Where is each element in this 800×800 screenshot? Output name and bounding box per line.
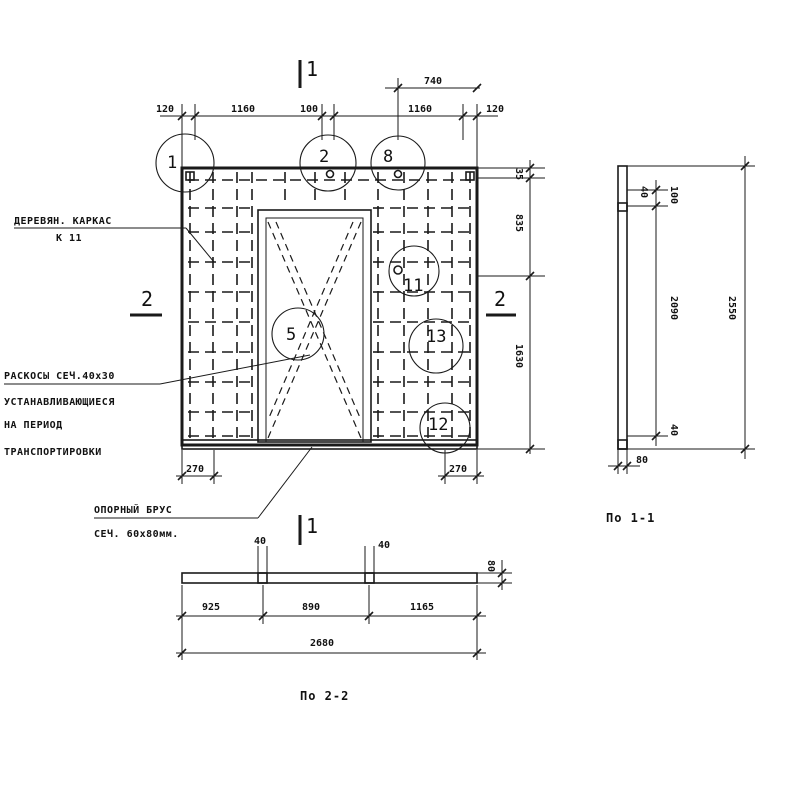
view2-dim-2680: 2680 [310,638,334,649]
callout-1: 1 [167,153,177,173]
view-title-1-1: По 1-1 [606,511,655,525]
callout-circle [155,133,215,193]
callout-11: 11 [403,276,423,296]
label-braces-line3: НА ПЕРИОД [4,420,63,431]
label-braces-line4: ТРАНСПОРТИРОВКИ [4,447,102,458]
label-frame-line1: ДЕРЕВЯН. КАРКАС [14,216,112,227]
dim-right-35: 35 [513,168,524,180]
section-mark-2-left: 2 [141,287,153,311]
brace-diagonal-b [267,221,362,439]
frame-grid [188,172,472,440]
view1-panel [617,165,628,450]
corner-fitting [465,171,475,181]
dim-right-1630: 1630 [513,344,524,368]
view1-dim-80: 80 [636,455,648,466]
view2-dim-925: 925 [202,602,220,613]
view2-panel [181,572,478,584]
dim-top-1160-right: 1160 [408,104,432,115]
right-dimensions: 35 835 1630 [477,160,545,454]
view2-dim-1165: 1165 [410,602,434,613]
corner-fitting [185,171,195,181]
view2-dim-890: 890 [302,602,320,613]
support-beam [181,439,478,450]
door-opening-outer [257,209,372,443]
view-title-2-2: По 2-2 [300,689,349,703]
view-1-1: 40 100 2090 40 2550 80 По 1-1 [606,156,755,525]
dim-top-120-left: 120 [156,104,174,115]
label-braces-line1: РАСКОСЫ СЕЧ.40x30 [4,370,115,382]
callout-circle [299,134,357,192]
section-mark-1-top: 1 [306,57,318,81]
view1-dim-40-bottom: 40 [668,424,679,436]
label-frame-line2: К 11 [56,233,82,244]
callout-circle [271,307,325,361]
panel-outline [180,166,479,447]
dim-right-835: 835 [513,214,524,232]
lift-point [393,169,403,179]
top-dimensions: 120 1160 100 1160 120 740 [156,76,504,168]
callout-circle [408,318,464,374]
view1-dim-40-top: 40 [638,186,649,198]
callout-13: 13 [426,327,446,347]
dim-bottom-270-left: 270 [186,464,204,475]
door-opening-inner [265,217,364,443]
lift-point [393,265,403,275]
callout-circle [370,135,426,191]
annotation-labels: ДЕРЕВЯН. КАРКАС К 11 РАСКОСЫ СЕЧ.40x30 У… [4,216,313,540]
view2-beam-right [364,572,375,584]
dim-top-100: 100 [300,104,318,115]
view1-dim-2550: 2550 [726,296,737,320]
view2-beam-left [257,572,268,584]
view2-mark-40-left: 40 [254,536,266,547]
dim-bottom-270-right: 270 [449,464,467,475]
dim-top-120-right: 120 [486,104,504,115]
view1-dim-100: 100 [668,186,679,204]
callout-2: 2 [319,147,329,167]
brace-diagonal-a [267,221,362,439]
label-beam-line2: СЕЧ. 60x80мм. [94,528,179,540]
view-2-2: 40 40 80 925 890 1165 2680 По 2-2 [176,536,512,703]
callout-12: 12 [428,415,448,435]
label-beam-line1: ОПОРНЫЙ БРУС [94,503,172,516]
callout-8: 8 [383,147,393,167]
bottom-dimensions: 270 270 [176,450,484,484]
section-mark-1-bottom: 1 [306,514,318,538]
view1-top-cap [617,202,628,212]
main-elevation: 1 2 8 11 5 13 12 1 1 2 2 [130,57,516,545]
view2-mark-40-right: 40 [378,540,390,551]
dim-top-740: 740 [424,76,442,87]
callout-5: 5 [286,325,296,345]
view1-bottom-cap [617,439,628,450]
lift-point [325,169,335,179]
section-mark-2-right: 2 [494,287,506,311]
label-braces-line2: УСТАНАВЛИВАЮЩИЕСЯ [4,397,115,408]
view2-dim-80: 80 [485,560,496,572]
callout-circle [388,245,440,297]
dim-top-1160-left: 1160 [231,104,255,115]
view1-dim-2090: 2090 [668,296,679,320]
